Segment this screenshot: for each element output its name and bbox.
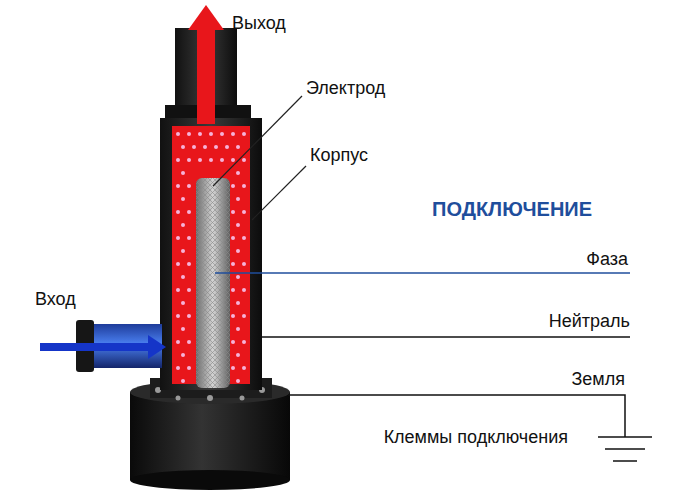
bubble [231, 210, 235, 214]
ground-symbol [598, 437, 652, 461]
bubble [198, 158, 202, 162]
bubble [242, 314, 246, 318]
bubble [181, 145, 185, 149]
bubble [187, 210, 191, 214]
part-label: Нейтраль [549, 310, 630, 332]
bubble [242, 262, 246, 266]
bubble [187, 366, 191, 370]
bubble [242, 210, 246, 214]
inlet-pipe [40, 320, 166, 372]
bubble [187, 158, 191, 162]
bubble [187, 262, 191, 266]
bubble [231, 236, 235, 240]
bubble [187, 184, 191, 188]
leader-line [252, 166, 306, 220]
bubble [236, 327, 240, 331]
bubble [242, 340, 246, 344]
bubble [187, 288, 191, 292]
bubble [231, 314, 235, 318]
bubble [181, 275, 185, 279]
bubble [176, 184, 180, 188]
bubble [209, 158, 213, 162]
bubble [236, 249, 240, 253]
bubble [236, 223, 240, 227]
bubble [176, 132, 180, 136]
bubble [181, 197, 185, 201]
bubble [181, 353, 185, 357]
bubble [176, 314, 180, 318]
bubble [236, 197, 240, 201]
part-label: Электрод [306, 77, 385, 99]
bubble [231, 288, 235, 292]
part-label: Вход [35, 288, 76, 310]
section-heading: ПОДКЛЮЧЕНИЕ [432, 198, 592, 220]
bubble [187, 314, 191, 318]
bubble [214, 145, 218, 149]
bubble [187, 236, 191, 240]
bubble [192, 145, 196, 149]
bubble [236, 353, 240, 357]
bubble [242, 288, 246, 292]
bubble [187, 340, 191, 344]
bubble [242, 132, 246, 136]
bubble [181, 171, 185, 175]
bubble [236, 275, 240, 279]
part-label: Выход [232, 12, 286, 34]
bubble [203, 145, 207, 149]
bubble [181, 379, 185, 383]
bubble [231, 366, 235, 370]
bubble [181, 249, 185, 253]
bubble [176, 262, 180, 266]
bubble [242, 158, 246, 162]
part-label: Фаза [586, 248, 628, 270]
bubble [187, 132, 191, 136]
bubble [176, 236, 180, 240]
bubble [181, 327, 185, 331]
bubble [231, 158, 235, 162]
bubble [242, 366, 246, 370]
terminal-base [130, 378, 290, 490]
bubble [236, 301, 240, 305]
bubble [181, 301, 185, 305]
part-label: Корпус [310, 144, 368, 166]
bubble [242, 236, 246, 240]
bubble [176, 158, 180, 162]
bubble [220, 132, 224, 136]
neutral-wire [262, 336, 630, 338]
bubble [209, 132, 213, 136]
outlet-pipe [165, 28, 251, 125]
bubble [176, 210, 180, 214]
part-label: Земля [571, 368, 625, 390]
electrode [196, 178, 230, 388]
part-label: Клеммы подключения [384, 426, 568, 448]
bubble [231, 340, 235, 344]
bubble [236, 379, 240, 383]
bubble [181, 223, 185, 227]
bubble [176, 340, 180, 344]
bubble [231, 262, 235, 266]
bubble [231, 184, 235, 188]
leader-line [213, 96, 302, 186]
boiler-housing [160, 118, 262, 390]
bubble [220, 158, 224, 162]
bubble [176, 288, 180, 292]
outlet-arrow [188, 5, 224, 124]
bubble [236, 171, 240, 175]
bubble [236, 145, 240, 149]
bubble [231, 132, 235, 136]
bubble [225, 145, 229, 149]
phase-wire [215, 272, 630, 274]
bubble [176, 366, 180, 370]
bubble [242, 184, 246, 188]
bubble [198, 132, 202, 136]
